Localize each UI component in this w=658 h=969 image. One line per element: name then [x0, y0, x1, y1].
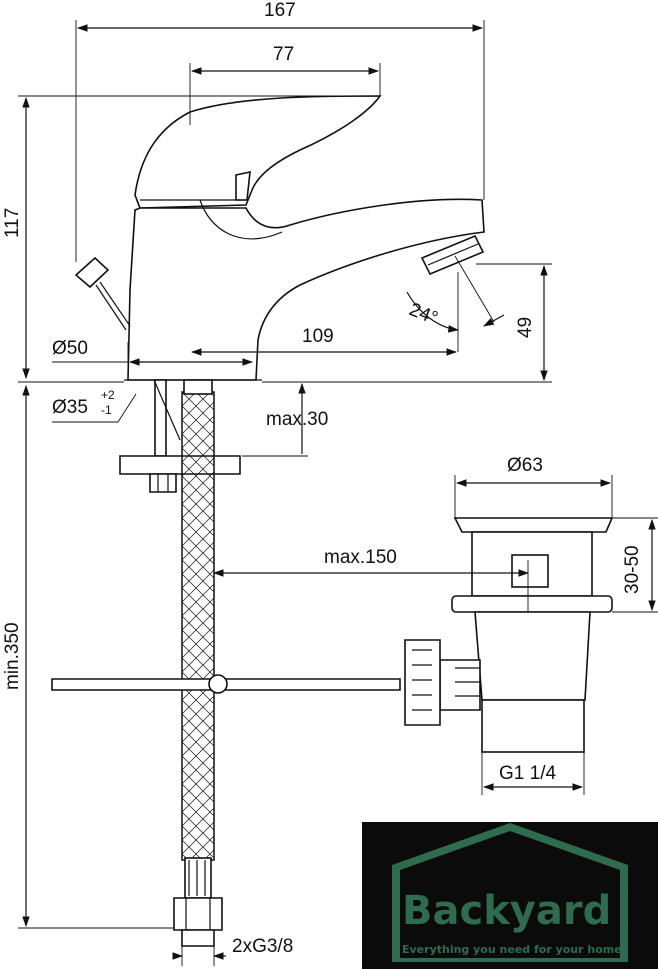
dim-hose-length: min.350 [2, 622, 23, 690]
dim-hole-diameter: Ø35 [52, 397, 88, 418]
dim-connection: 2xG3/8 [232, 936, 293, 957]
dim-spout-reach: 109 [302, 326, 334, 347]
dim-waste-thread: G1 1/4 [499, 763, 556, 784]
dim-width-handle: 77 [273, 44, 294, 65]
dim-base-diameter: Ø50 [52, 338, 88, 359]
mounting-hardware [119, 379, 241, 493]
dim-rod-reach: max.150 [324, 547, 397, 568]
logo-tagline: Everything you need for your home [402, 943, 622, 956]
dim-angle: 24° [406, 299, 441, 329]
dim-spout-height: 49 [515, 317, 536, 338]
logo-word: Backyard [402, 888, 611, 934]
dimension-lines [18, 20, 658, 966]
waste-valve [404, 517, 614, 753]
dim-waste-height: 30-50 [622, 545, 643, 594]
pull-rod [51, 674, 401, 694]
dim-waste-diameter: Ø63 [507, 455, 543, 476]
backyard-logo: Backyard Everything you need for your ho… [362, 822, 658, 969]
dim-width-total: 167 [264, 0, 296, 21]
faucet-body [74, 95, 485, 381]
dim-hole-tol-lower: -1 [101, 403, 112, 417]
flex-hose [173, 379, 223, 947]
dim-hole-tol-upper: +2 [101, 388, 115, 402]
dim-max-thickness: max.30 [266, 409, 328, 430]
dim-height-total: 117 [2, 208, 23, 238]
